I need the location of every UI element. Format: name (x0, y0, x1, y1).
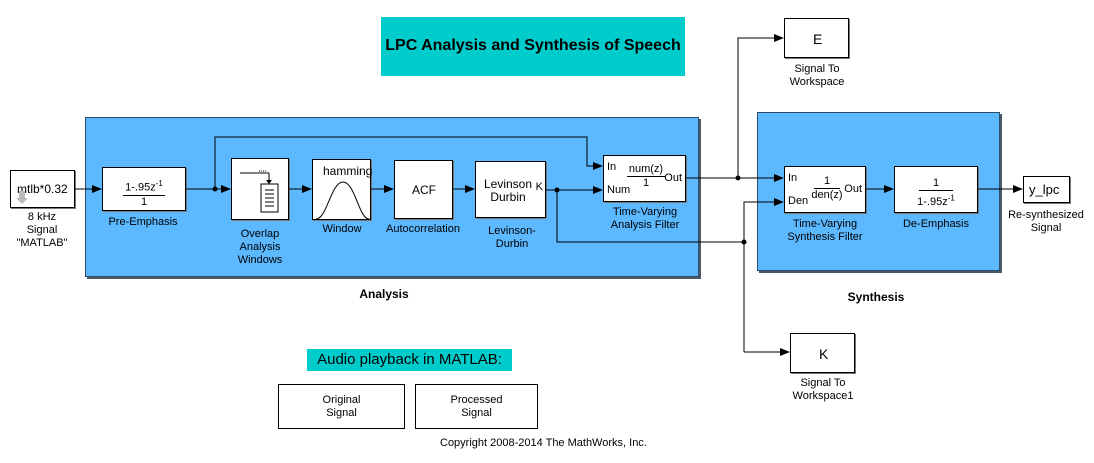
analysis-filter-label: Time-Varying Analysis Filter (611, 206, 679, 232)
sink-y-label: Re-synthesized Signal (1008, 209, 1084, 235)
sink-y-block[interactable]: y_lpc (1023, 176, 1070, 203)
num-text: 1-.95z (125, 181, 156, 194)
port-out: Out (664, 172, 682, 184)
denominator: den(z) (811, 189, 843, 201)
de-emphasis-label: De-Emphasis (902, 218, 970, 230)
source-label-line: Signal (26, 224, 58, 236)
sink-y-text: y_lpc (1029, 182, 1060, 197)
analysis-filter-tf: num(z) 1 (626, 163, 666, 190)
levinson-label: Levinson- Durbin (488, 225, 536, 251)
label-line: Analysis Filter (610, 219, 680, 231)
audio-playback-label: Audio playback in MATLAB: (307, 349, 512, 371)
down-arrow-icon (16, 191, 28, 210)
num-exp: -1 (155, 179, 163, 188)
synthesis-filter-block[interactable]: In Den Out 1 den(z) (784, 166, 866, 213)
port-den: Den (788, 195, 809, 207)
port-in: In (788, 172, 798, 184)
overlap-label-line: Analysis (239, 241, 281, 253)
port-out: Out (844, 183, 862, 195)
source-block[interactable]: mtlb*0.32 (10, 170, 75, 208)
levinson-block[interactable]: Levinson Durbin K (475, 161, 546, 218)
pre-emphasis-tf: 1-.95z-1 1 (103, 177, 185, 209)
sink-k-block[interactable]: K (790, 333, 855, 373)
overlap-label-line: Windows (237, 254, 283, 266)
synthesis-filter-tf: 1 den(z) (807, 175, 847, 202)
branch-point (741, 239, 747, 245)
label-line: Workspace (789, 76, 845, 88)
de-emphasis-block[interactable]: 1 1-.95z-1 (894, 166, 978, 213)
levinson-text: Levinson Durbin (484, 178, 532, 204)
branch-point (735, 175, 741, 181)
play-processed-button[interactable]: Processed Signal (415, 384, 538, 429)
source-label-line: 8 kHz (27, 211, 57, 223)
den-exp: -1 (947, 193, 955, 202)
label-line: Signal To (800, 377, 846, 389)
pre-emphasis-block[interactable]: 1-.95z-1 1 (102, 167, 186, 211)
diagram-title: LPC Analysis and Synthesis of Speech (385, 37, 681, 54)
sink-k-label: Signal To Workspace1 (793, 377, 854, 403)
copyright-text: Copyright 2008-2014 The MathWorks, Inc. (440, 437, 647, 449)
numerator: 1 (813, 175, 841, 189)
source-label-line: "MATLAB" (16, 237, 68, 249)
synthesis-filter-label: Time-Varying Synthesis Filter (787, 218, 862, 244)
overlap-label: Overlap Analysis Analysis Windows (238, 228, 283, 267)
title-annotation: LPC Analysis and Synthesis of Speech (381, 17, 685, 76)
label-line: Re-synthesized (1008, 209, 1084, 221)
overlap-block[interactable] (231, 158, 289, 220)
window-label: Window (322, 223, 362, 235)
analysis-label: Analysis (359, 287, 409, 301)
label-line: Workspace1 (792, 390, 854, 402)
sink-e-text: E (813, 31, 823, 47)
label-line: Signal To (794, 63, 840, 75)
play-original-button[interactable]: Original Signal (278, 384, 405, 429)
levinson-text-line: Durbin (490, 190, 526, 204)
numerator: 1 (918, 177, 954, 191)
levinson-label-line: Levinson- (488, 225, 536, 237)
hamming-window-icon (315, 181, 370, 220)
acf-block[interactable]: ACF (394, 160, 453, 219)
button-text: Original Signal (323, 394, 361, 420)
acf-text: ACF (412, 183, 436, 197)
synthesis-label: Synthesis (847, 290, 905, 304)
levinson-label-line: Durbin (495, 238, 529, 250)
source-value: mtlb*0.32 (17, 182, 68, 196)
label-line: Time-Varying (792, 218, 858, 230)
label-line: Signal (461, 406, 492, 419)
buffer-icon (240, 170, 279, 213)
denominator: 1 (642, 177, 650, 189)
window-block[interactable]: hamming (312, 159, 372, 220)
label-line: Original (322, 393, 361, 406)
pre-emphasis-numerator: 1-.95z-1 (123, 177, 165, 196)
pre-emphasis-label: Pre-Emphasis (108, 216, 178, 228)
label-line: Time-Varying (612, 206, 678, 218)
levinson-port-k: K (535, 181, 543, 193)
sink-k-text: K (819, 346, 829, 362)
port-in: In (607, 161, 617, 173)
label-line: Signal (1030, 222, 1062, 234)
denominator: 1-.95z-1 (917, 193, 955, 208)
sink-e-block[interactable]: E (784, 18, 849, 58)
sink-e-label: Signal To Workspace (790, 63, 845, 89)
overlap-label-line: Overlap (240, 228, 280, 240)
pre-emphasis-denominator: 1 (140, 195, 148, 208)
den-text: 1-.95z (917, 195, 948, 208)
source-label: 8 kHz Signal "MATLAB" (16, 211, 67, 250)
label-line: Synthesis Filter (787, 231, 863, 243)
label-line: Processed (450, 393, 503, 406)
numerator: num(z) (626, 163, 666, 177)
button-text: Processed Signal (451, 394, 503, 420)
label-line: Signal (326, 406, 357, 419)
acf-label: Autocorrelation (386, 223, 460, 235)
analysis-filter-block[interactable]: In Num Out num(z) 1 (603, 155, 686, 202)
de-emphasis-tf: 1 1-.95z-1 (895, 177, 977, 209)
